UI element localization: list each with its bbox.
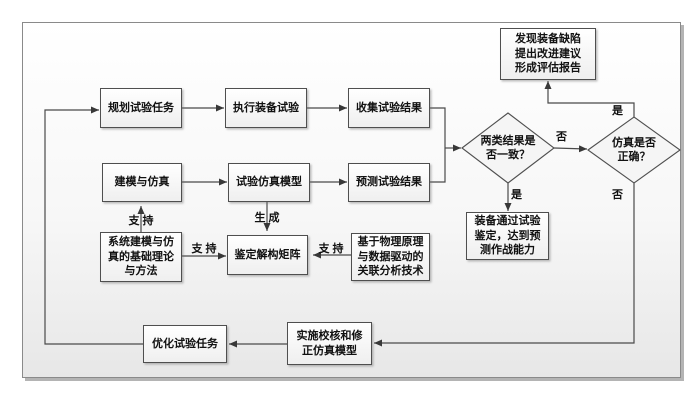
node-execute-text: 执行装备试验 — [233, 101, 299, 114]
node-correlation-line1: 基于物理原理 — [357, 235, 424, 248]
node-qualified-line2: 鉴定，达到预 — [474, 229, 541, 242]
node-qualification-matrix: 鉴定解构矩阵 — [227, 235, 308, 275]
decision-consistent-shape — [461, 112, 555, 184]
node-equipment-qualified: 装备通过试验 鉴定，达到预 测作战能力 — [466, 212, 549, 260]
label-yes-decision2: 是 — [612, 105, 623, 117]
node-theory-methods: 系统建模与仿 真的基础理论 与方法 — [100, 232, 182, 282]
decision-correct-line1: 仿真是否 — [612, 136, 656, 149]
edge-results-join — [430, 107, 446, 183]
node-implement-line2: 正仿真模型 — [302, 344, 357, 357]
label-generate: 生 成 — [254, 212, 280, 224]
node-defect-line1: 发现装备缺陷 — [515, 32, 581, 45]
decision-consistent-line1: 两类结果是 — [480, 134, 536, 147]
edge-decision2-no-to-implement — [374, 183, 635, 347]
node-modeling-simulation: 建模与仿真 — [102, 163, 182, 202]
decision-correct-line2: 正确？ — [617, 151, 651, 163]
node-plan-test-tasks: 规划试验任务 — [100, 88, 182, 128]
node-theory-line1: 系统建模与仿 — [108, 235, 174, 248]
node-plan-text: 规划试验任务 — [108, 101, 174, 114]
label-support-up: 支 持 — [128, 215, 154, 227]
decision-correct-shape — [587, 116, 681, 184]
node-execute-equipment-test: 执行装备试验 — [225, 88, 307, 128]
node-optimize-text: 优化试验任务 — [152, 337, 218, 350]
node-qualified-line3: 测作战能力 — [480, 244, 535, 257]
decision-consistent-text: 两类结果是 否一致？ — [462, 121, 554, 175]
decision-correct-text: 仿真是否 正确？ — [588, 126, 680, 174]
node-correlation-analysis: 基于物理原理 与数据驱动的 关联分析技术 — [351, 233, 430, 281]
node-matrix-text: 鉴定解构矩阵 — [234, 248, 301, 261]
node-defect-line3: 形成评估报告 — [515, 62, 581, 75]
node-collect-text: 收集试验结果 — [356, 101, 422, 114]
decision-consistent-line2: 否一致？ — [486, 149, 530, 161]
edge-optimize-to-plan — [44, 106, 143, 345]
node-simmodel-text: 试验仿真模型 — [236, 176, 302, 189]
node-defect-line2: 提出改进建议 — [515, 47, 581, 60]
node-correlation-line2: 与数据驱动的 — [357, 250, 424, 263]
node-optimize-test-tasks: 优化试验任务 — [143, 325, 227, 363]
node-qualified-line1: 装备通过试验 — [474, 214, 541, 227]
node-implement-verification: 实施校核和修 正仿真模型 — [287, 322, 372, 365]
node-theory-line3: 与方法 — [124, 265, 158, 278]
node-predict-test-results: 预测试验结果 — [348, 163, 430, 202]
node-theory-line2: 真的基础理论 — [108, 250, 174, 263]
edge-decision1-no-to-decision2 — [553, 145, 588, 153]
node-predict-text: 预测试验结果 — [356, 176, 422, 189]
label-support-right: 支 持 — [318, 243, 344, 255]
label-no-decision1: 否 — [556, 131, 567, 143]
label-yes-decision1: 是 — [511, 189, 522, 201]
node-correlation-line3: 关联分析技术 — [357, 265, 424, 278]
label-support-left: 支 持 — [191, 243, 217, 255]
edge-decision2-yes-to-defect — [544, 81, 635, 117]
node-defect-report: 发现装备缺陷 提出改进建议 形成评估报告 — [500, 28, 596, 80]
label-no-decision2: 否 — [612, 189, 623, 201]
node-test-simulation-model: 试验仿真模型 — [228, 163, 310, 202]
node-collect-test-results: 收集试验结果 — [348, 88, 430, 128]
node-implement-line1: 实施校核和修 — [296, 329, 363, 342]
node-modeling-text: 建模与仿真 — [114, 176, 170, 189]
